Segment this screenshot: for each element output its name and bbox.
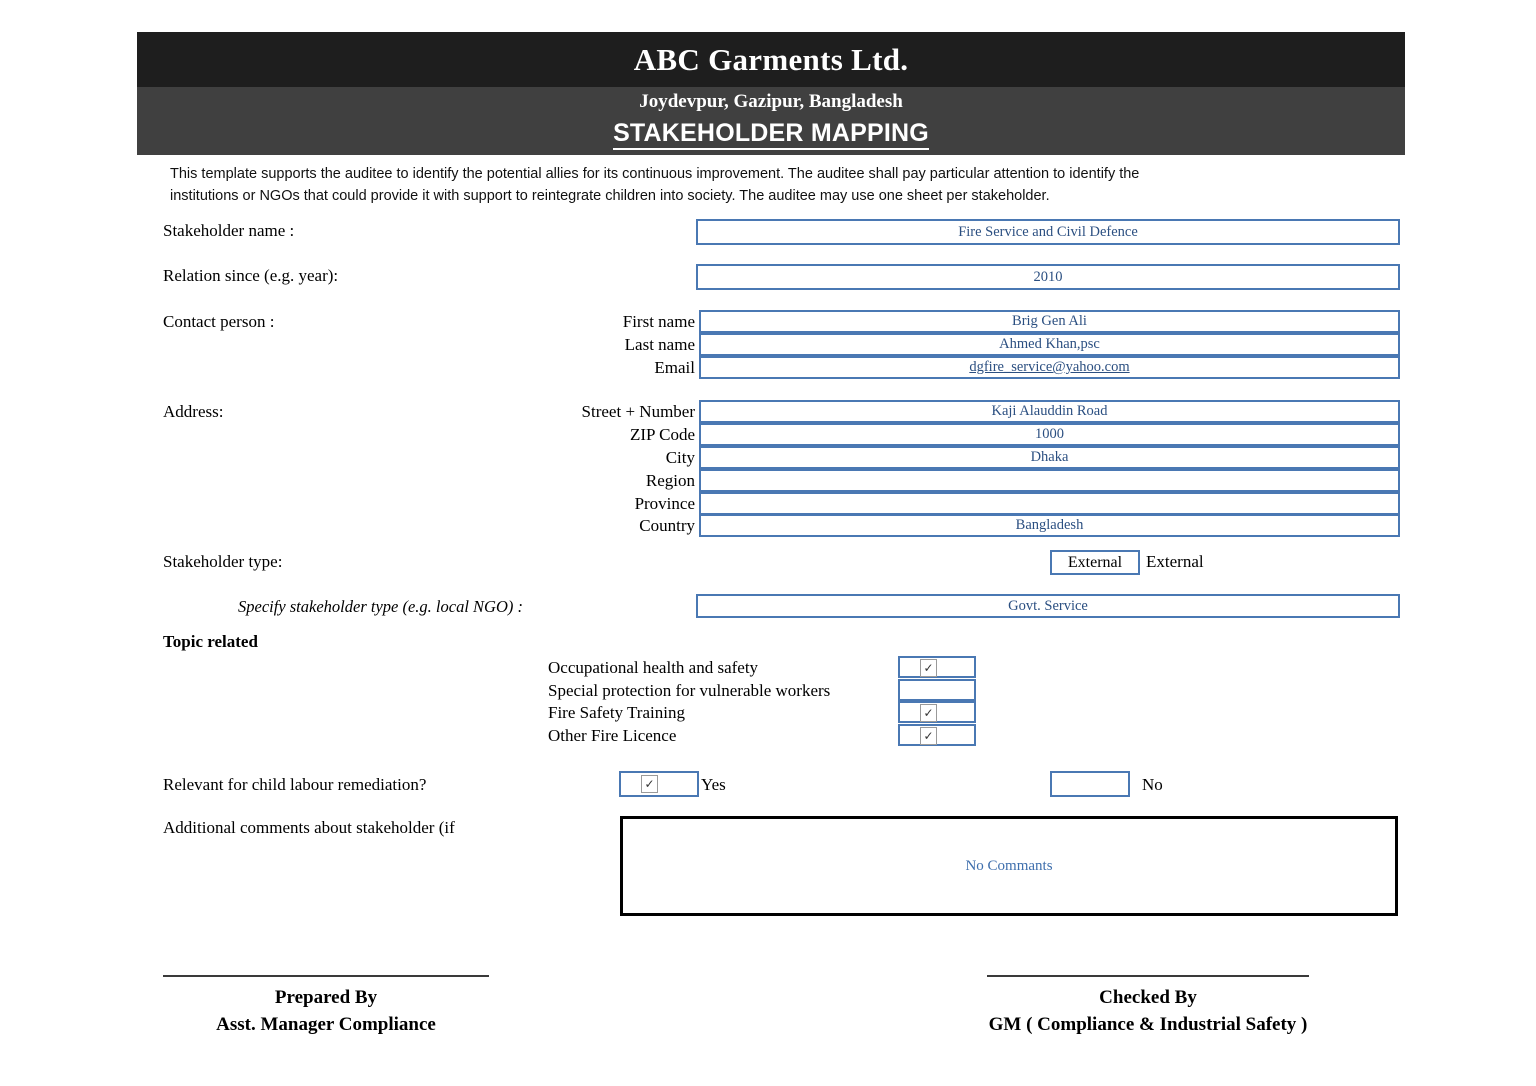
- child-labour-no-label: No: [1142, 775, 1163, 794]
- region-label: Region: [645, 471, 695, 490]
- topic-checkbox-cell-other-fire-licence[interactable]: ✓: [898, 724, 976, 746]
- topic-item-label-fire-safety-training: Fire Safety Training: [548, 703, 685, 722]
- last-name-input[interactable]: Ahmed Khan,psc: [699, 333, 1400, 356]
- check-icon[interactable]: ✓: [920, 659, 937, 677]
- street-number-input[interactable]: Kaji Alauddin Road: [699, 400, 1400, 423]
- additional-comments-value: No Commants: [965, 857, 1053, 874]
- header-band: Joydevpur, Gazipur, Bangladesh STAKEHOLD…: [137, 87, 1405, 155]
- email-value: dgfire_service@yahoo.com: [969, 359, 1130, 375]
- child-labour-yes-checkbox[interactable]: ✓: [619, 771, 699, 797]
- province-input[interactable]: [699, 492, 1400, 515]
- relation-since-input[interactable]: 2010: [696, 264, 1400, 290]
- additional-comments-label: Additional comments about stakeholder (i…: [163, 818, 455, 837]
- prepared-by-role: Asst. Manager Compliance: [216, 1014, 436, 1035]
- last-name-value: Ahmed Khan,psc: [999, 336, 1100, 352]
- company-address: Joydevpur, Gazipur, Bangladesh: [639, 91, 903, 112]
- intro-paragraph: This template supports the auditee to id…: [170, 166, 1140, 204]
- check-icon[interactable]: ✓: [641, 775, 658, 793]
- additional-comments-input[interactable]: No Commants: [620, 816, 1398, 916]
- relation-since-label: Relation since (e.g. year):: [163, 266, 339, 285]
- zip-code-value: 1000: [1035, 426, 1064, 442]
- stakeholder-type-select[interactable]: External: [1050, 550, 1140, 575]
- child-labour-yes-label: Yes: [701, 775, 726, 794]
- stakeholder-name-input[interactable]: Fire Service and Civil Defence: [696, 219, 1400, 245]
- last-name-label: Last name: [624, 335, 695, 354]
- checked-by-signature-block: Checked By GM ( Compliance & Industrial …: [987, 975, 1309, 1039]
- child-labour-no-checkbox[interactable]: [1050, 771, 1130, 797]
- stakeholder-type-label: Stakeholder type:: [163, 552, 283, 571]
- signature-line: [987, 975, 1309, 977]
- checked-by-title: Checked By: [1099, 987, 1197, 1008]
- first-name-input[interactable]: Brig Gen Ali: [699, 310, 1400, 333]
- signature-line: [163, 975, 489, 977]
- topic-checkbox-cell-special-protection[interactable]: [898, 679, 976, 701]
- topic-related-heading: Topic related: [163, 632, 258, 651]
- city-value: Dhaka: [1030, 449, 1069, 465]
- country-value: Bangladesh: [1015, 517, 1084, 533]
- stakeholder-name-label: Stakeholder name :: [163, 221, 295, 240]
- stakeholder-type-value-text: External: [1146, 552, 1204, 571]
- email-label: Email: [654, 358, 695, 377]
- first-name-label: First name: [622, 312, 695, 331]
- region-input[interactable]: [699, 469, 1400, 492]
- child-labour-question-label: Relevant for child labour remediation?: [163, 775, 427, 794]
- country-input[interactable]: Bangladesh: [699, 514, 1400, 537]
- address-label: Address:: [163, 402, 224, 421]
- zip-code-input[interactable]: 1000: [699, 423, 1400, 446]
- relation-since-value: 2010: [1033, 268, 1063, 285]
- email-input[interactable]: dgfire_service@yahoo.com: [699, 356, 1400, 379]
- city-label: City: [665, 448, 695, 467]
- stakeholder-type-selected: External: [1067, 553, 1123, 571]
- prepared-by-signature-block: Prepared By Asst. Manager Compliance: [163, 975, 489, 1039]
- company-title-bar: ABC Garments Ltd.: [137, 32, 1405, 87]
- topic-checkbox-cell-fire-safety-training[interactable]: ✓: [898, 701, 976, 723]
- stakeholder-name-value: Fire Service and Civil Defence: [958, 223, 1138, 240]
- company-name: ABC Garments Ltd.: [633, 41, 909, 77]
- contact-person-label: Contact person :: [163, 312, 275, 331]
- specify-stakeholder-type-input[interactable]: Govt. Service: [696, 594, 1400, 618]
- topic-item-label-other-fire-licence: Other Fire Licence: [548, 726, 677, 745]
- check-icon[interactable]: ✓: [920, 704, 937, 722]
- street-number-label: Street + Number: [581, 402, 695, 421]
- country-label: Country: [639, 516, 695, 535]
- first-name-value: Brig Gen Ali: [1012, 313, 1087, 329]
- topic-item-label-occupational-health-and-safety: Occupational health and safety: [548, 658, 759, 677]
- street-number-value: Kaji Alauddin Road: [991, 403, 1108, 419]
- specify-stakeholder-type-value: Govt. Service: [1008, 597, 1088, 614]
- prepared-by-title: Prepared By: [274, 987, 378, 1008]
- check-icon[interactable]: ✓: [920, 727, 937, 745]
- city-input[interactable]: Dhaka: [699, 446, 1400, 469]
- topic-item-label-special-protection: Special protection for vulnerable worker…: [548, 681, 831, 700]
- document-title: STAKEHOLDER MAPPING: [137, 119, 1405, 150]
- checked-by-role: GM ( Compliance & Industrial Safety ): [988, 1014, 1308, 1035]
- document-title-text: STAKEHOLDER MAPPING: [613, 119, 929, 150]
- specify-stakeholder-type-label: Specify stakeholder type (e.g. local NGO…: [238, 597, 523, 616]
- zip-code-label: ZIP Code: [629, 425, 695, 444]
- topic-checkbox-cell-occupational-health-and-safety[interactable]: ✓: [898, 656, 976, 678]
- province-label: Province: [634, 494, 695, 513]
